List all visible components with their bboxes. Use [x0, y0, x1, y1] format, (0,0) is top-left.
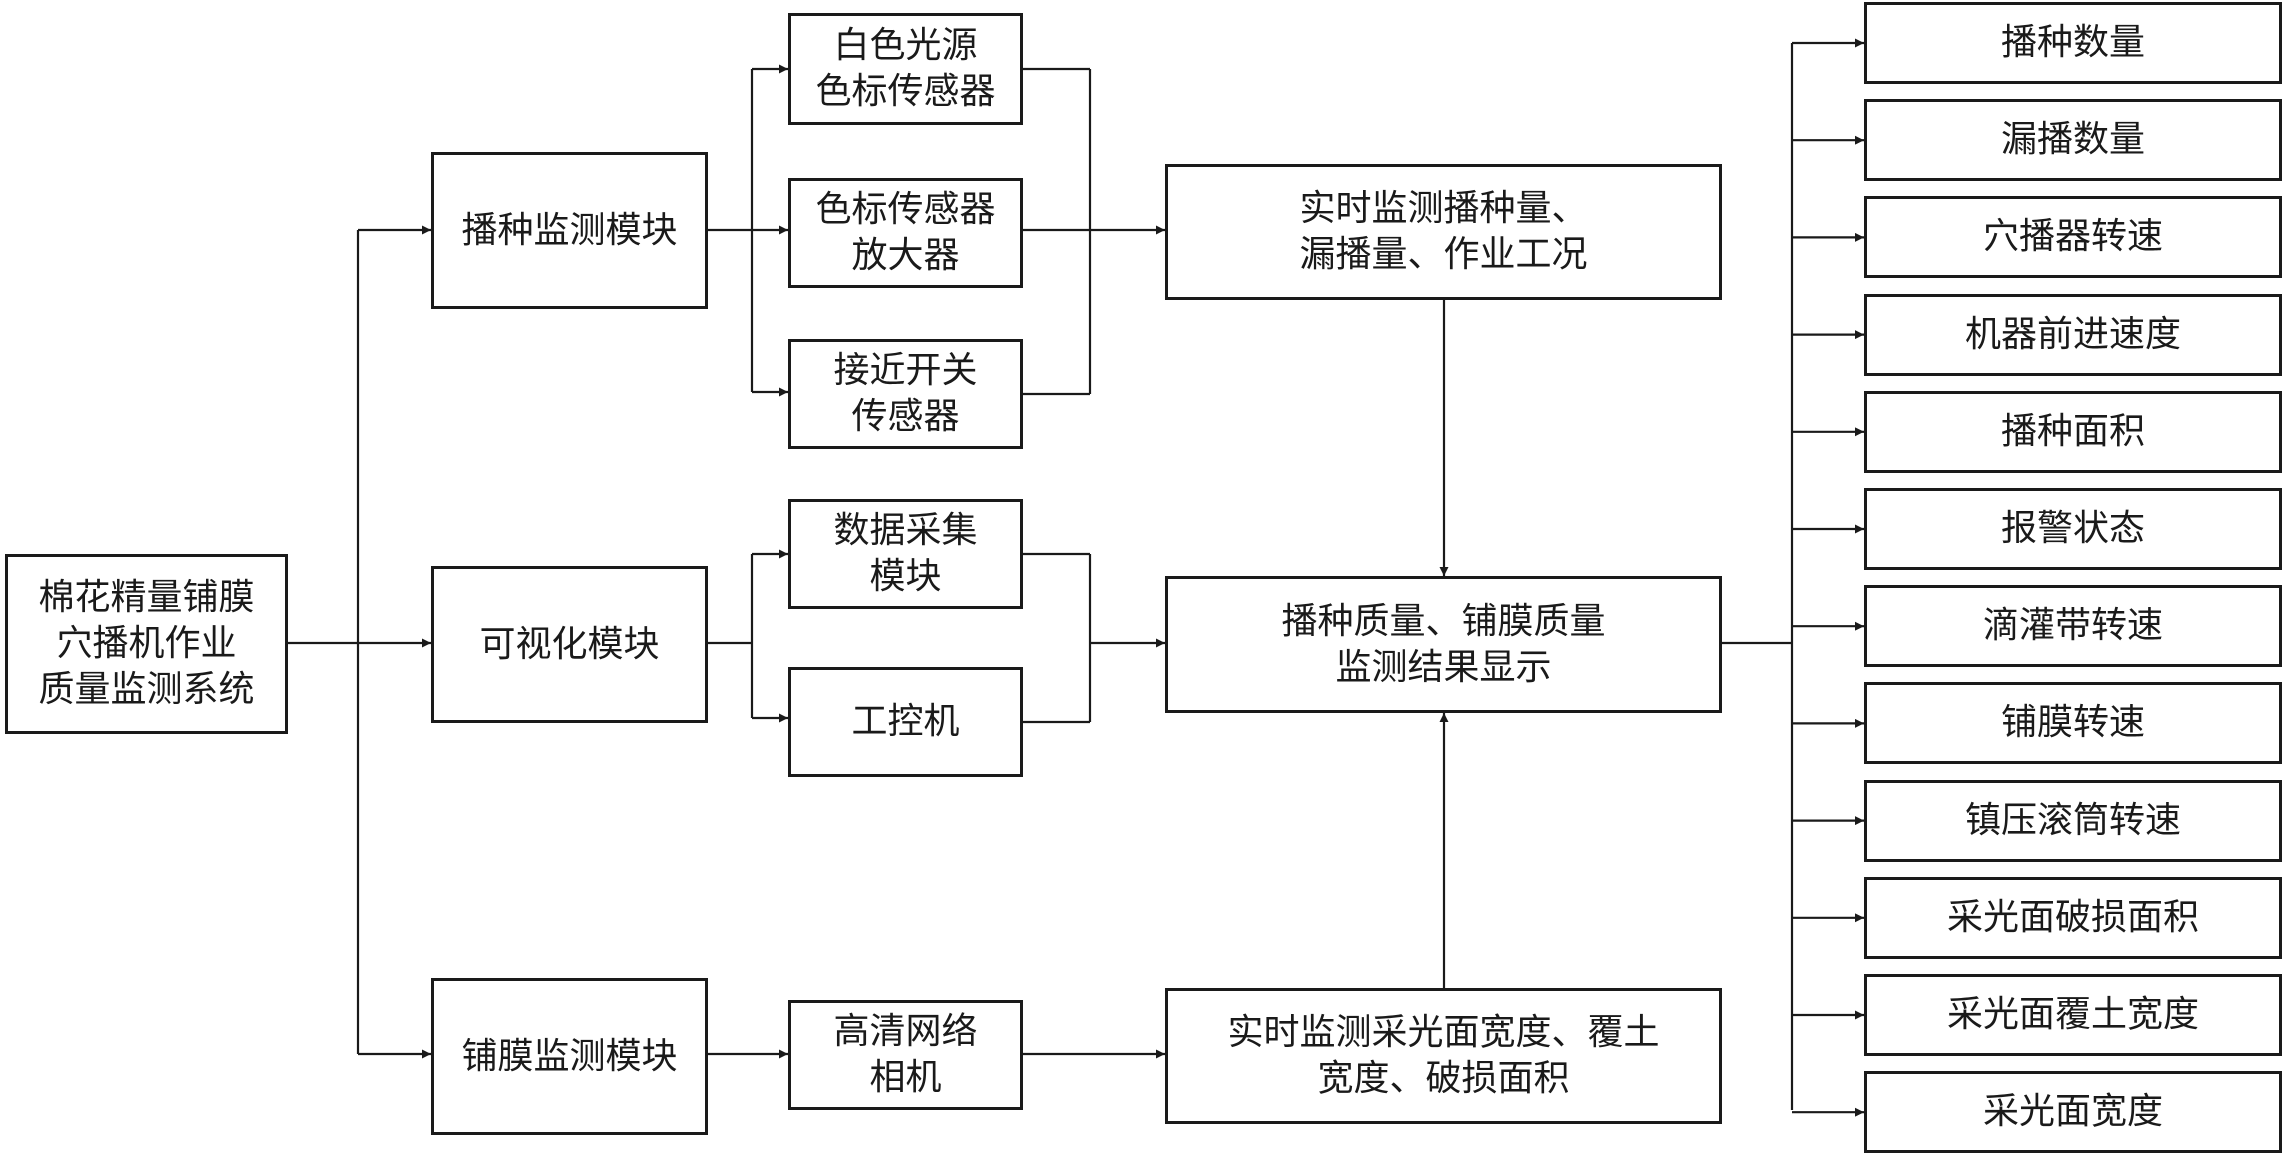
data-acquisition-label: 数据采集 模块: [833, 510, 978, 597]
output-item-box: 采光面破损面积: [1864, 876, 2282, 959]
output-item-label: 铺膜转速: [2000, 702, 2145, 744]
output-item-label: 漏播数量: [2000, 119, 2145, 161]
output-item-box: 播种面积: [1864, 390, 2282, 473]
white-light-sensor-box: 白色光源 色标传感器: [788, 13, 1023, 125]
output-item-label: 机器前进速度: [1964, 313, 2181, 355]
output-item-label: 播种数量: [2000, 22, 2145, 63]
result-display-box: 播种质量、铺膜质量 监测结果显示: [1165, 576, 1722, 713]
sowing-realtime-monitor-label: 实时监测播种量、 漏播量、作业工况: [1299, 188, 1588, 275]
output-item-box: 采光面覆土宽度: [1864, 974, 2282, 1056]
output-item-box: 漏播数量: [1864, 99, 2282, 182]
hd-camera-box: 高清网络 相机: [788, 1000, 1023, 1110]
system-title-box: 棉花精量铺膜 穴播机作业 质量监测系统: [5, 554, 288, 734]
output-item-box: 镇压滚筒转速: [1864, 779, 2282, 862]
industrial-pc-label: 工控机: [851, 701, 960, 742]
proximity-sensor-box: 接近开关 传感器: [788, 339, 1023, 449]
system-title: 棉花精量铺膜 穴播机作业 质量监测系统: [38, 577, 255, 710]
film-realtime-monitor-box: 实时监测采光面宽度、覆土 宽度、破损面积: [1165, 988, 1722, 1124]
proximity-sensor-label: 接近开关 传感器: [833, 350, 978, 437]
film-monitor-module-box: 铺膜监测模块: [431, 978, 708, 1135]
sowing-monitor-module-box: 播种监测模块: [431, 152, 708, 309]
output-item-box: 铺膜转速: [1864, 682, 2282, 765]
output-item-box: 滴灌带转速: [1864, 585, 2282, 668]
result-display-label: 播种质量、铺膜质量 监测结果显示: [1281, 600, 1606, 688]
output-item-box: 采光面宽度: [1864, 1071, 2282, 1153]
output-item-box: 机器前进速度: [1864, 293, 2282, 376]
white-light-sensor-label: 白色光源 色标传感器: [815, 25, 996, 112]
output-item-box: 播种数量: [1864, 2, 2282, 84]
data-acquisition-box: 数据采集 模块: [788, 499, 1023, 609]
output-item-label: 采光面破损面积: [1946, 896, 2199, 938]
output-item-label: 报警状态: [2000, 508, 2145, 549]
hd-camera-label: 高清网络 相机: [833, 1011, 978, 1098]
color-mark-amplifier-box: 色标传感器 放大器: [788, 178, 1023, 288]
output-item-label: 滴灌带转速: [1982, 605, 2163, 647]
industrial-pc-box: 工控机: [788, 667, 1023, 777]
film-realtime-monitor-label: 实时监测采光面宽度、覆土 宽度、破损面积: [1227, 1012, 1660, 1099]
output-item-box: 穴播器转速: [1864, 196, 2282, 279]
output-item-label: 镇压滚筒转速: [1964, 799, 2181, 841]
output-item-box: 报警状态: [1864, 488, 2282, 570]
output-item-label: 穴播器转速: [1982, 216, 2163, 258]
film-monitor-module-label: 铺膜监测模块: [461, 1035, 678, 1077]
color-mark-amplifier-label: 色标传感器 放大器: [815, 189, 996, 276]
sowing-monitor-module-label: 播种监测模块: [461, 209, 678, 251]
sowing-realtime-monitor-box: 实时监测播种量、 漏播量、作业工况: [1165, 164, 1722, 300]
output-item-label: 采光面宽度: [1982, 1091, 2163, 1133]
visualization-module-label: 可视化模块: [479, 623, 660, 665]
output-item-label: 播种面积: [2000, 410, 2145, 452]
output-item-label: 采光面覆土宽度: [1946, 994, 2199, 1035]
visualization-module-box: 可视化模块: [431, 566, 708, 723]
